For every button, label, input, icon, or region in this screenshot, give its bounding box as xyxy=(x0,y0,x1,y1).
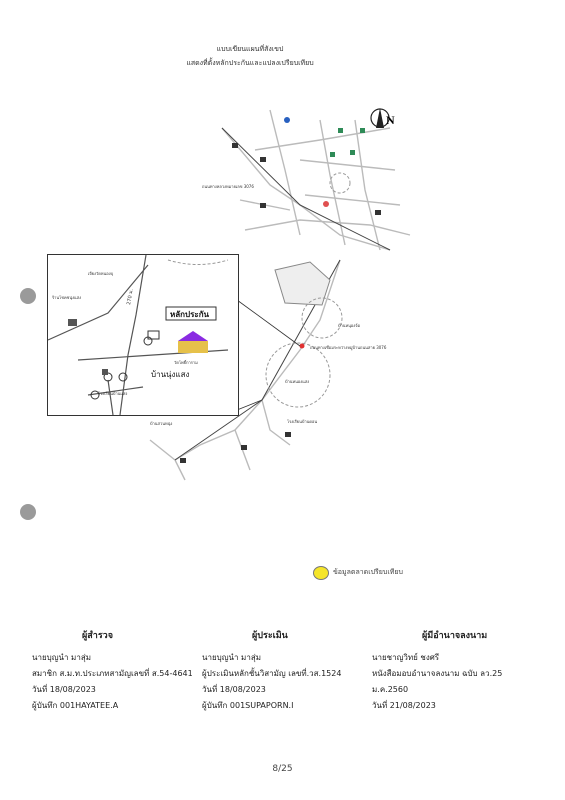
svg-text:บ้านสวนหนุ่ง: บ้านสวนหนุ่ง xyxy=(150,421,172,427)
collateral-marker xyxy=(299,343,305,349)
signature-role: ผู้มีอำนาจลงนาม xyxy=(422,631,488,641)
punch-hole xyxy=(20,288,36,304)
signature-block-appraiser: ผู้ประเมิน นายบุญนำ มาสุ่ม ผู้ประเมินหลั… xyxy=(202,628,341,714)
location-map: N ถนนทางหลวงหมายเลข 30 xyxy=(149,108,411,481)
north-arrow-icon: N xyxy=(370,108,395,128)
legend-label: ข้อมูลตลาดเปรียบเทียบ xyxy=(333,568,403,576)
punch-hole xyxy=(20,504,36,520)
svg-text:บ้านหนองแสง: บ้านหนองแสง xyxy=(285,379,309,384)
signature-role: ผู้สำรวจ xyxy=(82,631,113,641)
svg-text:โรงเรียนบ้านแสง: โรงเรียนบ้านแสง xyxy=(98,391,127,396)
signature-block-authorized: ผู้มีอำนาจลงนาม นายชาญวิทย์ ชงศรี หนังสื… xyxy=(372,628,502,714)
svg-text:N: N xyxy=(386,113,395,127)
inset-map: หลักประกัน บ้านนุ่งแสง 270 ม. วัดโพธิ์กา… xyxy=(47,254,239,416)
map-subtitle: แสดงที่ตั้งหลักประกันและแปลงเปรียบเทียบ xyxy=(186,59,314,67)
svg-text:บ้านหนุองจ้อ: บ้านหนุองจ้อ xyxy=(338,323,361,329)
svg-text:เจียงวัดหนองบุ: เจียงวัดหนองบุ xyxy=(88,271,114,277)
svg-text:วัดโพธิ์การาม: วัดโพธิ์การาม xyxy=(174,359,198,365)
svg-text:บ้านนุ่งแสง: บ้านนุ่งแสง xyxy=(151,370,189,379)
svg-text:ถนนทางหลวงหมายเลข 3076: ถนนทางหลวงหมายเลข 3076 xyxy=(202,184,254,189)
svg-text:270 ม.: 270 ม. xyxy=(126,288,135,305)
svg-text:โรงเรียนบ้านดอน: โรงเรียนบ้านดอน xyxy=(287,419,317,424)
signature-role: ผู้ประเมิน xyxy=(252,631,288,641)
legend-swatch xyxy=(313,566,329,580)
page-number: 8/25 xyxy=(272,764,293,774)
temple-icon xyxy=(178,331,208,353)
inset-collateral-label: หลักประกัน xyxy=(170,310,210,319)
map-title: แบบเขียนแผนที่สังเขป xyxy=(216,45,284,53)
signature-block-surveyor: ผู้สำรวจ นายบุญนำ มาสุ่ม สมาชิก ส.ม.ท.ปร… xyxy=(32,628,193,714)
svg-text:ถนนทางเชื่อมระหว่างหมู่บ้านถนน: ถนนทางเชื่อมระหว่างหมู่บ้านถนนสาย 3076 xyxy=(310,345,387,351)
hatched-area xyxy=(274,261,331,306)
svg-text:ร้านโชคชนุ่งแสง: ร้านโชคชนุ่งแสง xyxy=(52,295,81,301)
